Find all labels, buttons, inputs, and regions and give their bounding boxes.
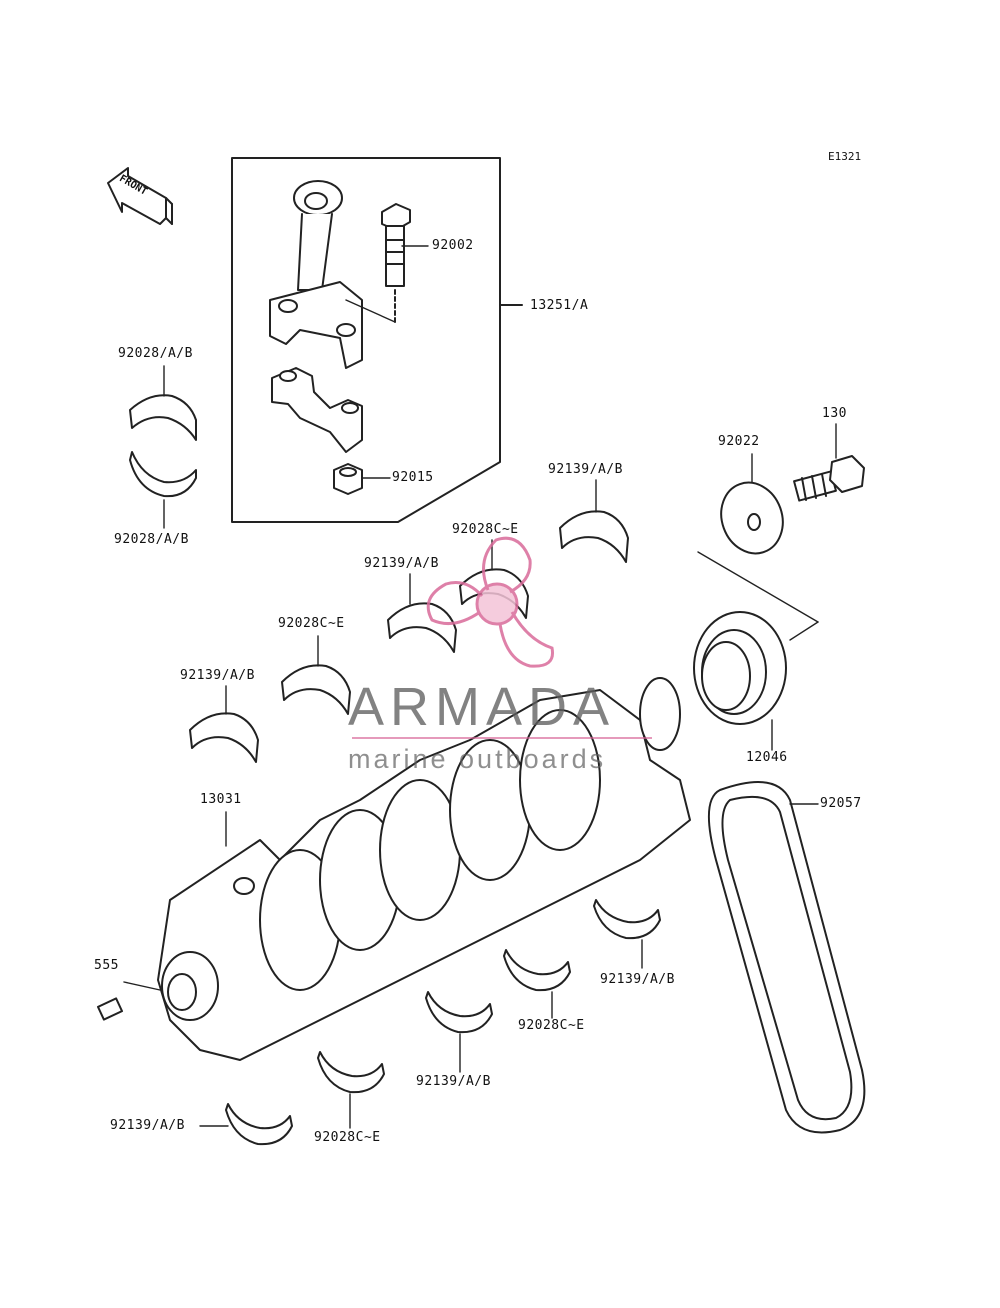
rod-bearing-upper-part — [129, 394, 197, 441]
crankshaft-part — [157, 677, 691, 1061]
label-92139-3[interactable]: 92139/A/B — [180, 668, 255, 683]
label-92028c-3[interactable]: 92028C~E — [518, 1018, 585, 1033]
main-bearing-shell-8 — [425, 991, 493, 1034]
watermark-propeller-icon — [426, 536, 555, 668]
label-92139-6[interactable]: 92139/A/B — [110, 1118, 185, 1133]
label-92028-top[interactable]: 92028/A/B — [118, 346, 193, 361]
main-bearing-shell-4 — [281, 664, 351, 715]
label-12046[interactable]: 12046 — [746, 750, 788, 765]
main-bearing-shell-6 — [593, 899, 661, 940]
main-bearing-shell-3 — [387, 602, 457, 653]
diagram-code: E1321 — [828, 150, 862, 163]
label-92028-bottom[interactable]: 92028/A/B — [114, 532, 189, 547]
main-bearing-shell-10 — [225, 1103, 293, 1146]
dowel-pin-part — [96, 997, 124, 1021]
label-92139-5[interactable]: 92139/A/B — [416, 1074, 491, 1089]
flange-bolt-part — [793, 455, 865, 502]
label-92139-1[interactable]: 92139/A/B — [548, 462, 623, 477]
label-13251[interactable]: 13251/A — [530, 298, 589, 313]
watermark-brand: ARMADA — [348, 677, 616, 737]
main-bearing-shell-5 — [189, 712, 259, 763]
front-arrow-icon — [107, 167, 173, 225]
label-92139-2[interactable]: 92139/A/B — [364, 556, 439, 571]
label-92139-4[interactable]: 92139/A/B — [600, 972, 675, 987]
cam-chain-part — [707, 781, 866, 1134]
connecting-rod-assembly-box — [231, 157, 523, 523]
label-13031[interactable]: 13031 — [200, 792, 242, 807]
rod-bearing-lower-part — [129, 451, 197, 498]
main-bearing-shell-9 — [317, 1051, 385, 1094]
watermark-divider — [352, 737, 652, 739]
label-555[interactable]: 555 — [94, 958, 119, 973]
watermark-tagline: marine outboards — [348, 744, 607, 774]
connecting-rod-part — [269, 180, 363, 369]
rod-nut-part — [333, 463, 363, 495]
rod-bolt-part — [345, 203, 411, 323]
main-bearing-shell-7 — [503, 949, 571, 992]
label-92022[interactable]: 92022 — [718, 434, 760, 449]
main-bearing-shell-1 — [559, 510, 629, 563]
label-92015[interactable]: 92015 — [392, 470, 434, 485]
rod-cap-part — [271, 367, 363, 453]
label-92028c-1[interactable]: 92028C~E — [452, 522, 519, 537]
label-130[interactable]: 130 — [822, 406, 847, 421]
label-92028c-2[interactable]: 92028C~E — [278, 616, 345, 631]
label-92002[interactable]: 92002 — [432, 238, 474, 253]
label-92057[interactable]: 92057 — [820, 796, 862, 811]
washer-part — [720, 481, 784, 555]
sprocket-part — [693, 611, 787, 725]
label-92028c-4[interactable]: 92028C~E — [314, 1130, 381, 1145]
